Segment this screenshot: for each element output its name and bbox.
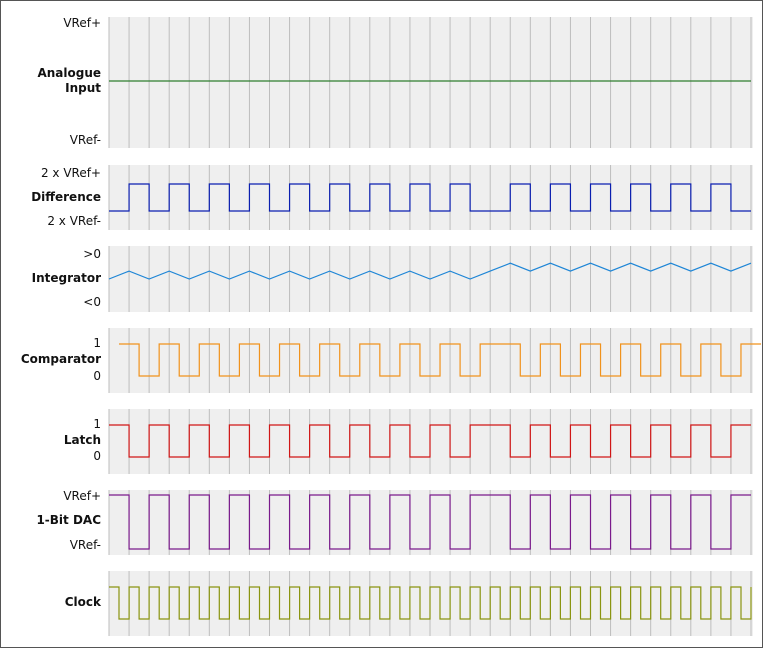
clock-trace bbox=[109, 586, 752, 620]
clock-name: Clock bbox=[64, 595, 101, 609]
dac-trace bbox=[109, 494, 751, 550]
integrator-name: Integrator bbox=[31, 271, 101, 285]
difference-bottom-level: 2 x VRef- bbox=[47, 214, 101, 228]
difference-name: Difference bbox=[31, 190, 101, 204]
analogue-bottom-level: VRef- bbox=[69, 133, 101, 147]
dac-panel bbox=[109, 490, 753, 555]
latch-top-level: 1 bbox=[93, 417, 101, 431]
dac-name: 1-Bit DAC bbox=[36, 513, 101, 527]
analogue-name-line2: Input bbox=[65, 81, 101, 95]
analogue-name-line1: Analogue bbox=[37, 66, 101, 80]
comparator-name: Comparator bbox=[20, 352, 101, 366]
comparator-panel bbox=[109, 328, 753, 393]
integrator-top-level: >0 bbox=[83, 247, 101, 261]
comparator-bottom-level: 0 bbox=[93, 369, 101, 383]
analogue-top-level: VRef+ bbox=[63, 16, 101, 30]
difference-trace bbox=[109, 183, 751, 212]
latch-bottom-level: 0 bbox=[93, 449, 101, 463]
comparator-top-level: 1 bbox=[93, 336, 101, 350]
difference-panel bbox=[109, 165, 753, 230]
comparator-trace bbox=[119, 343, 762, 377]
clock-panel bbox=[109, 571, 753, 636]
latch-trace bbox=[109, 424, 751, 458]
difference-top-level: 2 x VRef+ bbox=[40, 166, 101, 180]
integrator-bottom-level: <0 bbox=[83, 295, 101, 309]
latch-name: Latch bbox=[63, 433, 101, 447]
dac-bottom-level: VRef- bbox=[69, 538, 101, 552]
latch-panel bbox=[109, 409, 753, 474]
analogue-panel bbox=[109, 17, 753, 148]
integrator-trace bbox=[108, 262, 752, 280]
dac-top-level: VRef+ bbox=[63, 489, 101, 503]
